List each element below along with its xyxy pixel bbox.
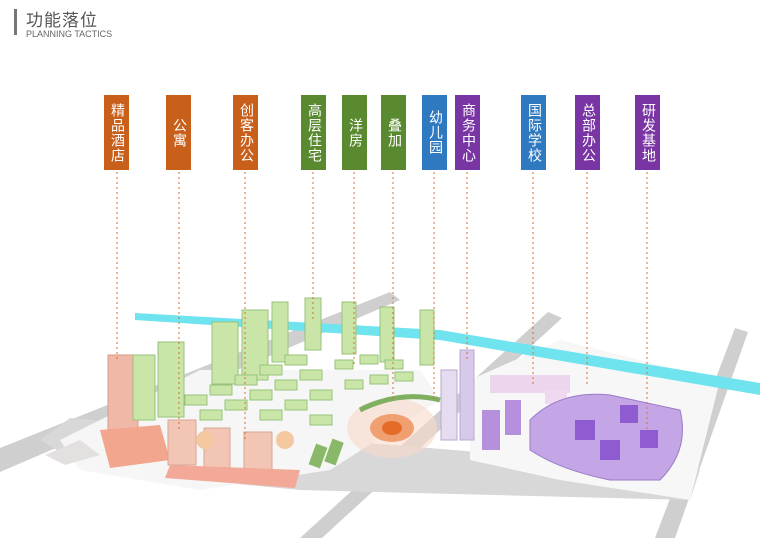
label-apartment: 公寓 (166, 95, 191, 170)
label-business-center: 商务中心 (455, 95, 480, 170)
label-high-rise-residential: 高层住宅 (301, 95, 326, 170)
header-accent-bar (14, 9, 17, 35)
leader-lines (116, 172, 648, 440)
business-and-research-buildings (440, 349, 683, 481)
label-kindergarten: 幼儿园 (422, 95, 447, 170)
page-title: 功能落位 (26, 11, 98, 31)
page-subtitle: PLANNING TACTICS (26, 29, 113, 39)
label-headquarters-office: 总部办公 (575, 95, 600, 170)
label-boutique-hotel: 精品酒店 (104, 95, 129, 170)
label-international-school: 国际学校 (521, 95, 546, 170)
residential-buildings (132, 297, 435, 426)
label-villa-apartment: 洋房 (342, 95, 367, 170)
label-maker-office: 创客办公 (233, 95, 258, 170)
river (135, 313, 760, 395)
park-features (308, 394, 441, 469)
label-stacked-house: 叠加 (381, 95, 406, 170)
label-rd-base: 研发基地 (635, 95, 660, 170)
